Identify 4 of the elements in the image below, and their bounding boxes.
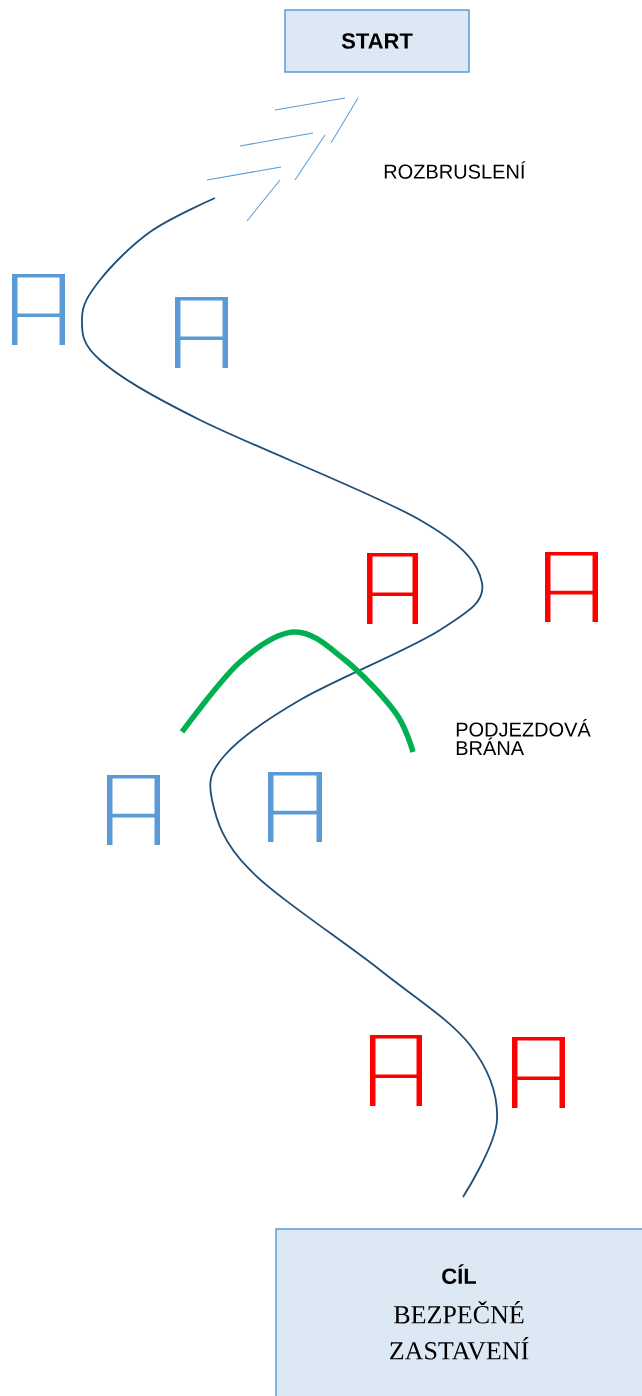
start-box: START	[284, 9, 470, 73]
section-label: PODJEZDOVÁ BRÁNA	[456, 719, 591, 755]
section-label: ROZBRUSLENÍ	[384, 161, 526, 179]
finish-box: CÍL BEZPEČNÉ ZASTAVENÍ	[275, 1228, 642, 1396]
